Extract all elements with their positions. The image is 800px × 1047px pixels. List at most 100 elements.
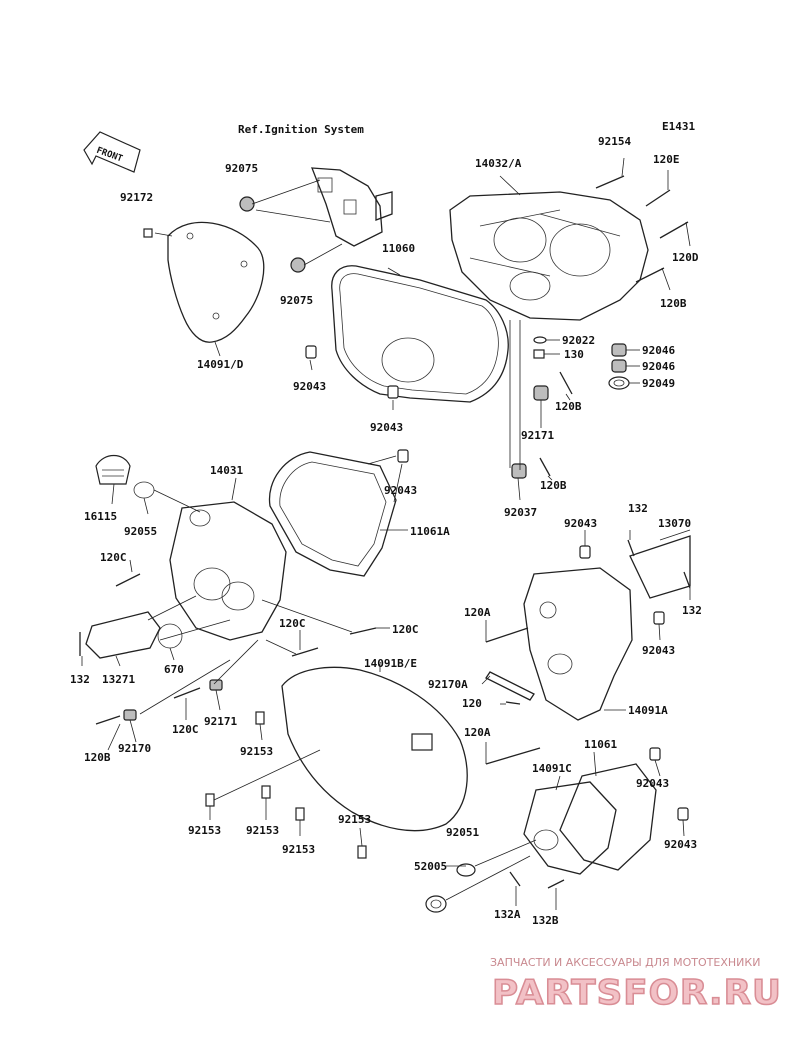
ignition-bracket xyxy=(311,167,393,247)
part-120c-bolt-b xyxy=(291,647,319,657)
label-120b: 120B xyxy=(540,479,567,492)
part-labels: 92075 92172 92075 14091/D 11060 92043 92… xyxy=(70,135,702,927)
part-92051-washer xyxy=(456,863,476,877)
part-92043-dowel-a xyxy=(305,345,317,359)
part-132b-bolt xyxy=(547,879,565,889)
part-670-oring xyxy=(157,623,183,649)
label-92170: 92170 xyxy=(118,742,151,755)
label-52005: 52005 xyxy=(414,860,447,873)
part-120c-bolt-c xyxy=(349,627,377,635)
label-14091a: 14091A xyxy=(628,704,668,717)
label-92049: 92049 xyxy=(642,377,675,390)
label-92153: 92153 xyxy=(282,843,315,856)
part-92022-washer xyxy=(533,336,547,344)
part-132-bolt-b xyxy=(627,539,635,557)
label-92075: 92075 xyxy=(225,162,258,175)
part-92154-bolt xyxy=(595,175,625,189)
part-92037-clamp xyxy=(511,463,527,479)
ref-note: Ref.Ignition System xyxy=(238,123,364,136)
part-92043-dowel-f xyxy=(649,747,661,761)
part-92153-bolt-b xyxy=(205,793,215,807)
part-14032a-crankcase-cover xyxy=(449,191,649,321)
part-92170a-stay xyxy=(485,671,535,701)
label-92051: 92051 xyxy=(446,826,479,839)
label-120b: 120B xyxy=(660,297,687,310)
leader-lines xyxy=(81,157,691,910)
label-132a: 132A xyxy=(494,908,521,921)
part-11061-gasket xyxy=(559,763,657,871)
part-92170-clamp xyxy=(123,709,137,721)
part-16115-cap xyxy=(95,454,131,485)
label-120c: 120C xyxy=(172,723,199,736)
part-52005-seal xyxy=(425,895,447,913)
label-120c: 120C xyxy=(279,617,306,630)
label-92153: 92153 xyxy=(188,824,221,837)
part-132a-bolt xyxy=(509,871,521,887)
part-11060-gasket xyxy=(331,265,509,403)
diagram-code: E1431 xyxy=(662,120,695,133)
label-120b: 120B xyxy=(555,400,582,413)
watermark: ЗАПЧАСТИ И АКСЕССУАРЫ ДЛЯ МОТОТЕХНИКИ PA… xyxy=(490,956,782,1014)
label-92055: 92055 xyxy=(124,525,157,538)
label-92171: 92171 xyxy=(204,715,237,728)
part-92049-seal xyxy=(608,376,630,390)
label-132: 132 xyxy=(70,673,90,686)
label-92043: 92043 xyxy=(642,644,675,657)
label-92022: 92022 xyxy=(562,334,595,347)
label-14091c: 14091C xyxy=(532,762,572,775)
part-14031-cover xyxy=(169,501,287,641)
part-120e-bolt xyxy=(645,189,671,207)
part-120c-bolt-a xyxy=(115,573,141,587)
label-92075: 92075 xyxy=(280,294,313,307)
part-120a-bolt-a xyxy=(485,627,529,643)
label-132b: 132B xyxy=(532,914,559,927)
label-120c: 120C xyxy=(100,551,127,564)
label-670: 670 xyxy=(164,663,184,676)
label-13271: 13271 xyxy=(102,673,135,686)
part-92153-bolt-e xyxy=(357,845,367,859)
part-130-bolt xyxy=(533,349,545,359)
part-120b-bolt-c xyxy=(539,457,551,477)
label-92043: 92043 xyxy=(664,838,697,851)
part-11061a-gasket xyxy=(268,451,397,577)
label-92043: 92043 xyxy=(370,421,403,434)
part-92043-dowel-e xyxy=(653,611,665,625)
part-120b-bolt-b xyxy=(559,371,573,395)
label-92043: 92043 xyxy=(564,517,597,530)
label-14031: 14031 xyxy=(210,464,243,477)
part-120b-bolt-d xyxy=(95,715,121,725)
part-13271-plate xyxy=(85,611,161,659)
label-120d: 120D xyxy=(672,251,699,264)
part-14091c-cover xyxy=(523,781,617,875)
label-11061: 11061 xyxy=(584,738,617,751)
part-132-bolt-c xyxy=(683,571,691,589)
label-92043: 92043 xyxy=(384,484,417,497)
part-120b-bolt-a xyxy=(635,267,665,283)
label-14091be: 14091B/E xyxy=(364,657,417,670)
part-14091d-cover xyxy=(167,221,265,343)
part-92075-grommet-a xyxy=(239,196,255,212)
label-13070: 13070 xyxy=(658,517,691,530)
front-arrow-icon: FRONT xyxy=(83,131,141,173)
part-92046-damper-a xyxy=(611,343,627,357)
label-92043: 92043 xyxy=(636,777,669,790)
part-92172-bolt xyxy=(143,228,153,238)
part-92171-clamp-a xyxy=(533,385,549,401)
part-92043-dowel-g xyxy=(677,807,689,821)
label-130: 130 xyxy=(564,348,584,361)
label-132: 132 xyxy=(682,604,702,617)
label-92170a: 92170A xyxy=(428,678,468,691)
part-14091be-outer-cover xyxy=(281,666,468,832)
part-92043-dowel-c xyxy=(397,449,409,463)
part-92055-oring xyxy=(133,481,155,499)
part-92075-grommet-b xyxy=(290,257,306,273)
part-92043-dowel-b xyxy=(387,385,399,399)
label-120b: 120B xyxy=(84,751,111,764)
part-13070-bracket xyxy=(629,535,691,599)
part-120d-bolt xyxy=(659,221,689,239)
label-11061a: 11061A xyxy=(410,525,450,538)
label-120c: 120C xyxy=(392,623,419,636)
label-92154: 92154 xyxy=(598,135,631,148)
label-92037: 92037 xyxy=(504,506,537,519)
part-92153-bolt-c xyxy=(261,785,271,799)
